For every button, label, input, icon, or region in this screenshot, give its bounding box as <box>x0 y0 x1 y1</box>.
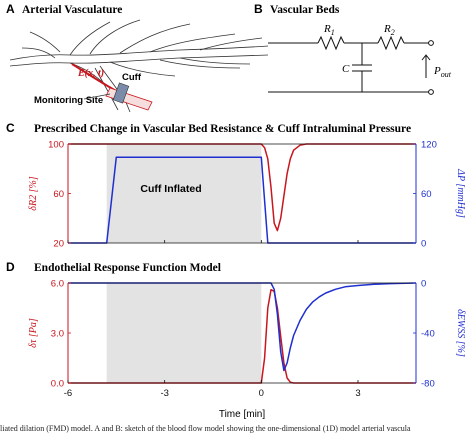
chart-c: 20 60 100 0 60 120 δR2 [%] ΔP [mmHg] <box>28 140 466 250</box>
panel-b: B Vascular Beds R1 R2 C Pout <box>254 2 452 95</box>
panel-c-title: Prescribed Change in Vascular Bed Resist… <box>34 123 411 135</box>
left-tick-label: 60 <box>53 189 64 200</box>
series-line-blue <box>68 282 417 372</box>
pout-label: Pout <box>433 65 452 79</box>
right-axis-label: δEWSS [%] <box>455 309 466 357</box>
right-tick-label: -40 <box>421 329 435 340</box>
panel-d-title: Endothelial Response Function Model <box>34 262 221 274</box>
panel-d: D Endothelial Response Function Model <box>6 260 221 274</box>
panel-c: C Prescribed Change in Vascular Bed Resi… <box>6 121 411 135</box>
output-terminal-bottom <box>428 89 434 95</box>
output-terminal-top <box>428 40 434 46</box>
right-tick-label: -80 <box>421 379 435 390</box>
cuff-label: Cuff <box>122 72 142 83</box>
left-tick-label: 100 <box>48 140 64 151</box>
elasticity-label: E(x, t) <box>77 68 104 79</box>
panel-b-letter: B <box>254 2 263 16</box>
x-axis-label: Time [min] <box>219 409 266 420</box>
left-tick-label: 3.0 <box>51 329 64 340</box>
x-tick-label: 0 <box>259 388 264 399</box>
chart-d: 0.0 3.0 6.0 -80 -40 0 -6 -3 0 3 δτ [Pa] δEWSS [%] <box>28 279 466 400</box>
cuff-icon <box>112 82 130 104</box>
cuff-inflated-label: Cuff Inflated <box>140 183 201 195</box>
panel-d-letter: D <box>6 260 15 274</box>
left-tick-label: 6.0 <box>51 279 64 290</box>
series-line-red <box>68 143 416 232</box>
x-tick-label: -3 <box>160 388 168 399</box>
panel-c-letter: C <box>6 121 15 135</box>
left-axis-label: δτ [Pa] <box>28 318 39 348</box>
left-tick-label: 20 <box>53 239 64 250</box>
panel-b-title: Vascular Beds <box>270 4 340 16</box>
panel-a-title: Arterial Vasculature <box>22 4 122 16</box>
x-tick-label: 3 <box>355 388 360 399</box>
r1-label: R1 <box>323 23 335 37</box>
right-tick-label: 120 <box>421 140 437 151</box>
monitoring-site-arrow <box>83 93 111 100</box>
capacitor-label: C <box>342 63 350 75</box>
circuit-diagram <box>268 35 431 93</box>
right-axis-label: ΔP [mmHg] <box>455 168 466 218</box>
right-tick-label: 0 <box>421 279 426 290</box>
shaded-region <box>106 283 262 383</box>
panel-a: A Arterial Vasculature Cuff Monitoring S… <box>6 2 269 113</box>
figure-caption: liated dilation (FMD) model. A and B: sk… <box>0 424 411 433</box>
r2-label: R2 <box>383 23 395 37</box>
left-tick-label: 0.0 <box>51 379 64 390</box>
left-axis-label: δR2 [%] <box>28 176 39 210</box>
shaded-region <box>106 144 262 243</box>
monitoring-site-label: Monitoring Site <box>34 95 103 106</box>
x-tick-label: -6 <box>64 388 72 399</box>
right-tick-label: 60 <box>421 189 432 200</box>
right-tick-label: 0 <box>421 239 426 250</box>
series-line-red <box>68 288 416 384</box>
panel-a-letter: A <box>6 2 15 16</box>
